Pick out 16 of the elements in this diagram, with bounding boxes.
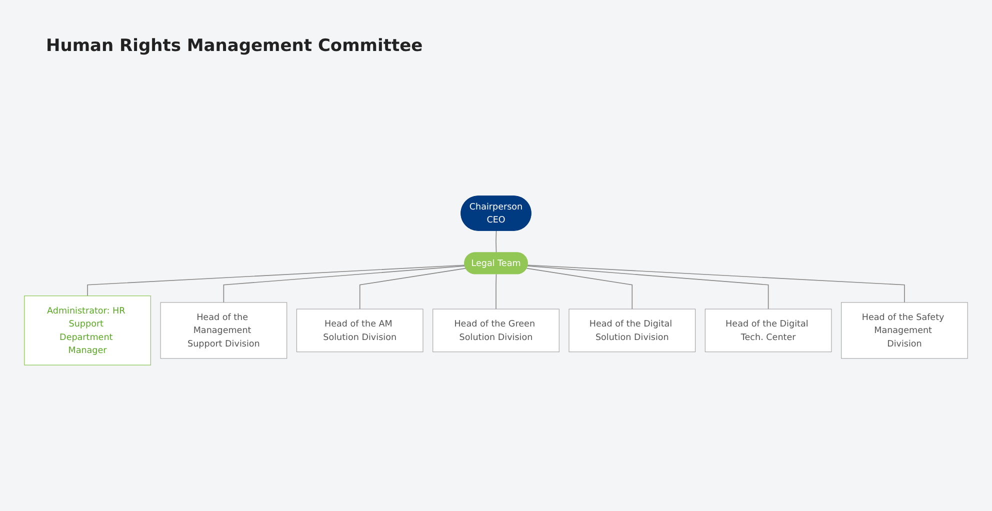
connector bbox=[527, 266, 769, 310]
connector bbox=[526, 268, 633, 310]
connector bbox=[527, 264, 905, 303]
connector bbox=[496, 274, 497, 310]
chart-title: Human Rights Management Committee bbox=[46, 36, 424, 56]
node-box: Head of the Safety Management Division bbox=[841, 302, 968, 359]
node-box: Head of the Digital Solution Division bbox=[568, 308, 696, 352]
node-box: Head of the Digital Tech. Center bbox=[704, 308, 832, 352]
node-box: Head of the Green Solution Division bbox=[432, 308, 560, 352]
node-box: Administrator: HR Support Department Manager bbox=[24, 296, 151, 366]
connector bbox=[223, 266, 466, 303]
node-box: Head of the Management Support Division bbox=[160, 302, 288, 359]
connector bbox=[496, 230, 497, 254]
connector bbox=[87, 264, 466, 296]
connector bbox=[359, 268, 466, 310]
node-box: Head of the AM Solution Division bbox=[296, 308, 424, 352]
